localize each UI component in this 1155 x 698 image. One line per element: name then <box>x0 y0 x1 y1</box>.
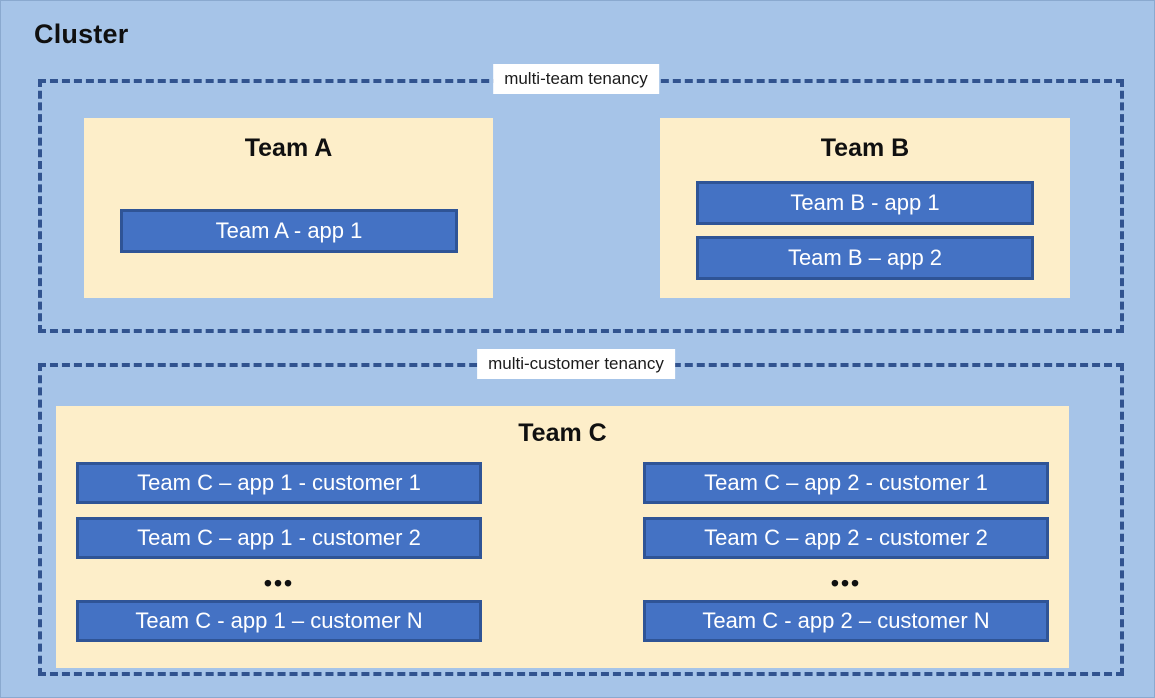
app-box-team-c-app-2-customer-2[interactable]: Team C – app 2 - customer 2 <box>643 517 1049 559</box>
app-box-team-c-app-2-customer-n[interactable]: Team C - app 2 – customer N <box>643 600 1049 642</box>
app-box-team-c-app-1-customer-1[interactable]: Team C – app 1 - customer 1 <box>76 462 482 504</box>
team-title-team-c: Team C <box>518 419 607 447</box>
app-list-team-a: Team A - app 1 <box>120 209 458 253</box>
cluster-title: Cluster <box>34 19 129 49</box>
zone-label-multi-team-tenancy: multi-team tenancy <box>493 64 659 94</box>
app-box-team-c-app-1-customer-n[interactable]: Team C - app 1 – customer N <box>76 600 482 642</box>
app-box-team-b-app-1[interactable]: Team B - app 1 <box>696 181 1034 225</box>
app-columns-team-c: Team C – app 1 - customer 1 Team C – app… <box>56 462 1069 642</box>
app-box-team-a-app-1[interactable]: Team A - app 1 <box>120 209 458 253</box>
app-box-team-c-app-1-customer-2[interactable]: Team C – app 1 - customer 2 <box>76 517 482 559</box>
app-box-team-b-app-2[interactable]: Team B – app 2 <box>696 236 1034 280</box>
zone-label-multi-customer-tenancy: multi-customer tenancy <box>477 349 675 379</box>
ellipsis-team-c-app-1: ••• <box>263 570 295 596</box>
team-container-team-c: Team C Team C – app 1 - customer 1 Team … <box>56 406 1069 668</box>
team-title-team-a: Team A <box>244 134 333 162</box>
team-container-team-a: Team A Team A - app 1 <box>84 118 493 298</box>
ellipsis-team-c-app-2: ••• <box>830 570 862 596</box>
app-box-team-c-app-2-customer-1[interactable]: Team C – app 2 - customer 1 <box>643 462 1049 504</box>
app-column-team-c-app-2: Team C – app 2 - customer 1 Team C – app… <box>643 462 1049 642</box>
team-container-team-b: Team B Team B - app 1 Team B – app 2 <box>660 118 1070 298</box>
app-list-team-b: Team B - app 1 Team B – app 2 <box>696 181 1034 280</box>
team-title-team-b: Team B <box>820 134 910 162</box>
app-column-team-c-app-1: Team C – app 1 - customer 1 Team C – app… <box>76 462 482 642</box>
